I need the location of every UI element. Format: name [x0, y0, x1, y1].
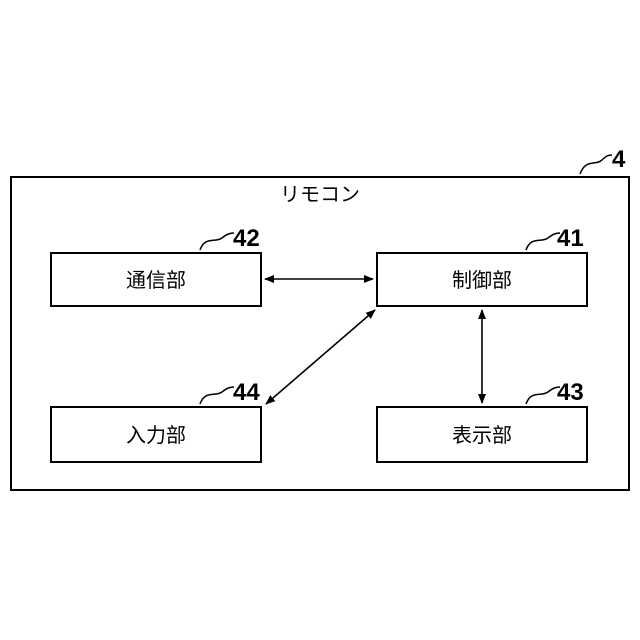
display-unit-label: 表示部 — [452, 423, 512, 447]
remote-control-ref-leader — [580, 155, 612, 174]
remote-control-ref: 4 — [612, 146, 626, 173]
communication-unit-label: 通信部 — [126, 268, 186, 292]
control-unit-ref: 41 — [557, 225, 584, 252]
input-unit-label: 入力部 — [126, 423, 186, 447]
communication-unit-ref: 42 — [233, 225, 260, 252]
remote-control-title: リモコン — [280, 182, 360, 206]
display-unit-ref: 43 — [557, 379, 584, 406]
control-unit-label: 制御部 — [452, 268, 512, 292]
input-unit-ref: 44 — [233, 379, 260, 406]
